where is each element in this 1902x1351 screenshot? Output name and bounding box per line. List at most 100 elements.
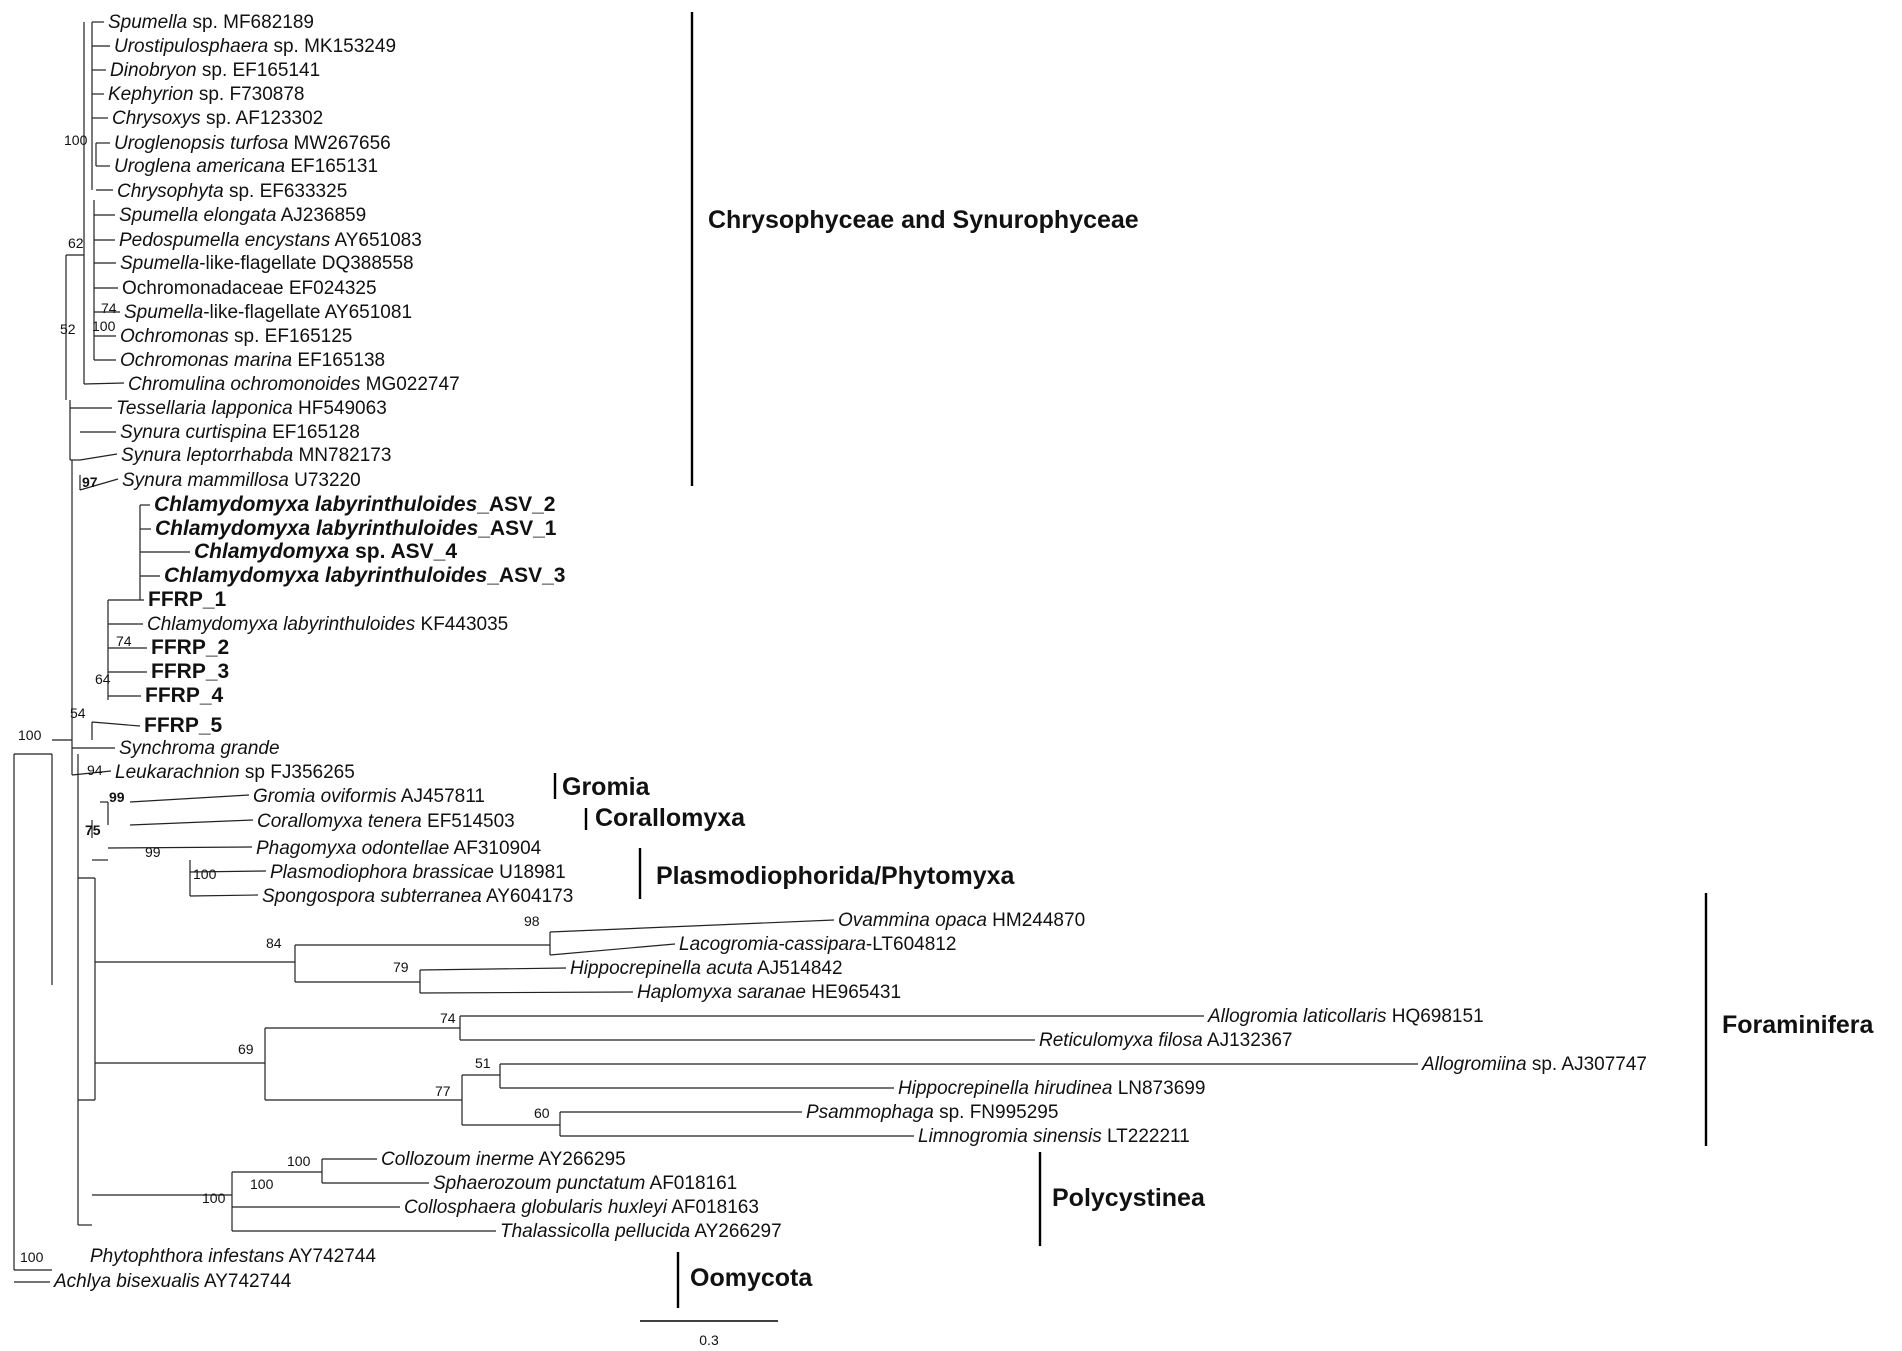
taxon-label-part: Reticulomyxa filosa [1039, 1030, 1203, 1051]
taxon-label-part: sp. F730878 [194, 84, 305, 105]
taxon-label-part: Ovammina opaca [838, 910, 987, 931]
support-value: 52 [60, 321, 76, 337]
taxon-label: Sphaerozoum punctatum AF018161 [433, 1173, 737, 1194]
taxon-label: Ovammina opaca HM244870 [838, 910, 1085, 931]
taxon-label-part: MN782173 [293, 445, 391, 466]
taxon-label-part: AF310904 [449, 838, 541, 859]
taxon-label: Collosphaera globularis huxleyi AF018163 [404, 1197, 759, 1218]
taxon-label-part: FFRP_5 [144, 714, 223, 737]
taxon-label-part: AJ132367 [1203, 1030, 1293, 1051]
tree-branch [129, 819, 254, 826]
taxon-label-part: Spumella elongata [119, 205, 276, 226]
support-value: 74 [101, 300, 117, 316]
support-value: 100 [202, 1190, 226, 1206]
taxon-label-part: U73220 [289, 470, 361, 491]
taxon-label-part: AY742744 [200, 1271, 292, 1292]
taxon-label-part: LT222211 [1102, 1126, 1190, 1147]
tree-branch [79, 478, 119, 491]
taxon-label-part: AY742744 [284, 1246, 376, 1267]
taxon-label: Phagomyxa odontellae AF310904 [256, 838, 542, 859]
taxon-label-part: EF165138 [292, 350, 385, 371]
taxon-label: Achlya bisexualis AY742744 [53, 1271, 292, 1292]
taxon-label-part: sp FJ356265 [240, 762, 355, 783]
taxon-label-part: FFRP_2 [151, 636, 229, 659]
taxon-label-part: sp. MK153249 [268, 36, 396, 57]
taxon-label-part: Chlamydomyxa labyrinthuloides [154, 493, 477, 516]
taxon-label: Pedospumella encystans AY651083 [119, 230, 422, 251]
taxon-label-part: Ochromonas [120, 326, 229, 347]
taxon-label-part: HQ698151 [1386, 1006, 1483, 1027]
taxon-label: Uroglena americana EF165131 [114, 156, 378, 177]
taxon-label: FFRP_5 [144, 714, 223, 737]
taxon-label: Tessellaria lapponica HF549063 [116, 398, 387, 419]
taxon-label-part: Limnogromia sinensis [918, 1126, 1102, 1147]
support-value: 100 [287, 1153, 311, 1169]
taxon-label: Uroglenopsis turfosa MW267656 [114, 133, 391, 154]
taxon-label-part: Chrysoxys [112, 108, 201, 129]
support-value: 99 [109, 789, 125, 805]
support-value: 100 [20, 1249, 44, 1265]
support-value: 79 [393, 959, 409, 975]
taxon-label-part: Corallomyxa tenera [257, 811, 422, 832]
taxon-label: Chlamydomyxa labyrinthuloides_ASV_1 [155, 517, 557, 540]
tree-branch [91, 721, 141, 727]
taxon-label-part: Spumella [108, 12, 187, 33]
taxon-label: Chlamydomyxa labyrinthuloides_ASV_3 [164, 564, 565, 587]
support-value: 97 [82, 474, 98, 490]
taxon-label: Chlamydomyxa labyrinthuloides_ASV_2 [154, 493, 555, 516]
taxon-label: Synura curtispina EF165128 [120, 422, 360, 443]
taxon-label: Phytophthora infestans AY742744 [90, 1246, 376, 1267]
taxon-label: Collozoum inerme AY266295 [381, 1149, 626, 1170]
taxon-label: Allogromia laticollaris HQ698151 [1207, 1006, 1484, 1027]
taxon-label-part: Collosphaera globularis huxleyi [404, 1197, 668, 1218]
clade-label: Polycystinea [1052, 1184, 1206, 1212]
taxon-label-part: Hippocrepinella acuta [570, 958, 753, 979]
support-value: 98 [524, 913, 540, 929]
taxon-label-part: -like-flagellate DQ388558 [199, 253, 413, 274]
taxon-label-part: Plasmodiophora brassicae [270, 862, 494, 883]
taxon-label: Thalassicolla pellucida AY266297 [500, 1221, 782, 1242]
tree-branch [129, 794, 250, 803]
support-value: 100 [250, 1176, 274, 1192]
taxon-label-part: Pedospumella encystans [119, 230, 331, 251]
support-value: 94 [87, 762, 103, 778]
support-value: 100 [64, 132, 88, 148]
tree-branch [71, 770, 112, 776]
taxon-label-part: sp. EF165125 [229, 326, 353, 347]
taxon-label: Spumella elongata AJ236859 [119, 205, 366, 226]
taxon-label-part: AY651083 [330, 230, 422, 251]
tree-branch [419, 967, 567, 971]
taxon-label: Psammophaga sp. FN995295 [806, 1102, 1058, 1123]
taxon-label-part: HE965431 [806, 982, 901, 1003]
support-value: 74 [440, 1010, 456, 1026]
taxon-label-part: Chlamydomyxa labyrinthuloides [155, 517, 478, 540]
taxon-label-part: Gromia oviformis [253, 786, 397, 807]
taxon-label: Kephyrion sp. F730878 [108, 84, 304, 105]
taxon-label-part: sp. EF165141 [197, 60, 321, 81]
support-value: 100 [92, 318, 116, 334]
taxon-label: Ochromonas marina EF165138 [120, 350, 385, 371]
taxon-label: Chlamydomyxa sp. ASV_4 [194, 540, 457, 563]
taxon-label-part: Allogromiina [1421, 1054, 1527, 1075]
tree-branch [83, 382, 125, 385]
scale-bar-label: 0.3 [699, 1332, 719, 1348]
taxon-label-part: _ASV_2 [476, 493, 555, 516]
clade-labels: Chrysophyceae and SynurophyceaeGromiaCor… [562, 206, 1875, 1292]
taxon-label-part: HM244870 [987, 910, 1085, 931]
tree-branch [419, 991, 634, 994]
taxon-label-part: sp. FN995295 [934, 1102, 1059, 1123]
taxon-label: Leukarachnion sp FJ356265 [115, 762, 355, 783]
support-value: 100 [193, 866, 217, 882]
taxon-label-part: Phytophthora infestans [90, 1246, 285, 1267]
taxon-label-part: Chlamydomyxa labyrinthuloides [164, 564, 487, 587]
taxon-label-part: Achlya bisexualis [53, 1271, 200, 1292]
clade-label: Oomycota [690, 1264, 813, 1292]
clade-label: Chrysophyceae and Synurophyceae [708, 206, 1139, 234]
support-value: 74 [116, 633, 132, 649]
support-value: 64 [95, 671, 111, 687]
taxon-label-part: Lacogromia-cassipara [679, 934, 866, 955]
taxon-label-part: Spumella [120, 253, 199, 274]
taxon-label-part: Chrysophyta [117, 181, 224, 202]
taxon-label: Synura mammillosa U73220 [122, 470, 361, 491]
